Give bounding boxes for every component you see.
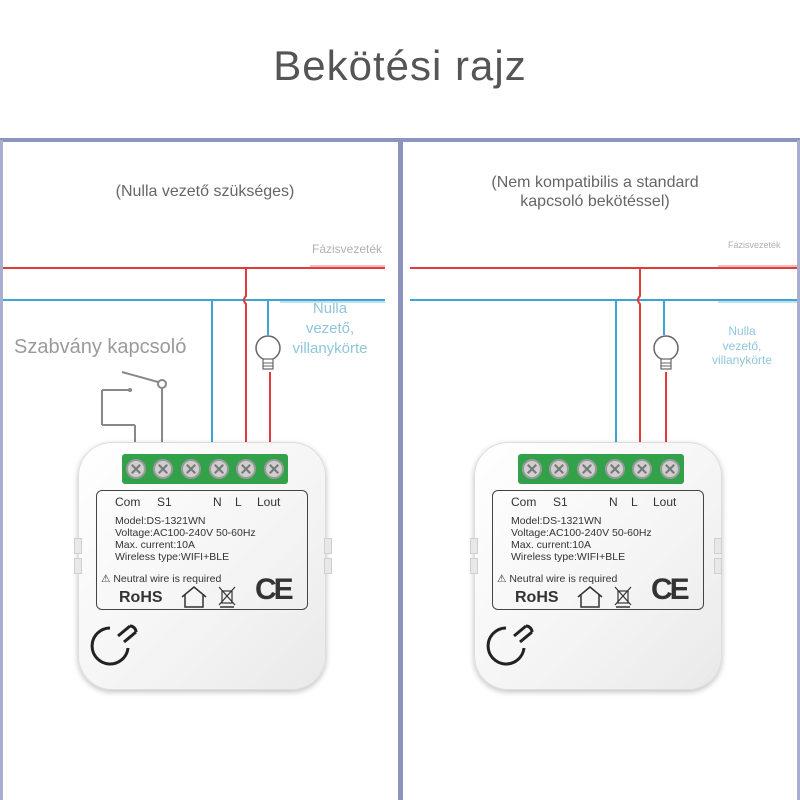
ce-mark: CE [651,573,690,606]
warning-icon: ⚠ [101,573,111,585]
terminal-label-lout: Lout [653,495,677,509]
right-neutral-label-3: villanykörte [711,353,773,367]
hook-icon [90,624,138,666]
current-text: Max. current:10A [115,539,195,551]
right-relay-module: Com S1 N L Lout Model:DS-1321WN Voltage:… [470,442,722,690]
terminal-label-com: Com [115,495,141,509]
center-divider [398,140,403,800]
left-neutral-label-2: vezető, [305,320,355,337]
left-neutral-label-1: Nulla [312,300,348,317]
right-bulb-icon [653,335,679,370]
left-relay-module: Com S1 N L Lout Model:DS-1321WN Voltage:… [74,442,332,690]
terminal-label-l: L [631,495,638,509]
terminal-block [518,454,684,484]
label-panel: Com S1 N L Lout Model:DS-1321WN Voltage:… [492,490,704,610]
voltage-text: Voltage:AC100-240V 50-60Hz [115,527,256,539]
terminal-screw [153,459,174,479]
terminal-screw [632,459,653,479]
model-text: Model:DS-1321WN [115,515,206,527]
side-vent [324,538,332,554]
left-frame [0,140,3,800]
terminal-label-lout: Lout [257,495,281,509]
wireless-text: Wireless type:WIFI+BLE [511,551,626,563]
side-vent [324,558,332,574]
terminal-screw [521,459,542,479]
home-icon [577,586,603,608]
weee-bin-icon [614,586,632,608]
warning-icon: ⚠ [497,573,507,585]
terminal-screw [264,459,285,479]
right-note-line2: kapcsoló bekötéssel) [520,193,670,210]
terminal-block [122,454,288,484]
left-note: (Nulla vezető szükséges) [115,183,295,200]
terminal-screw [181,459,202,479]
terminal-screw [549,459,570,479]
right-neutral-label-1: Nulla [728,324,756,338]
right-phase-label: Fázisvezeték [728,240,781,250]
warning-row: ⚠ Neutral wire is required [101,573,221,585]
left-neutral-label-3: villanykörte [292,340,368,357]
voltage-text: Voltage:AC100-240V 50-60Hz [511,527,652,539]
ce-mark: CE [255,573,294,606]
switch-label: Szabvány kapcsoló [14,336,187,358]
current-text: Max. current:10A [511,539,591,551]
warning-text: Neutral wire is required [113,573,222,585]
rohs-mark: RoHS [119,589,163,606]
terminal-screw [660,459,681,479]
terminal-label-n: N [213,495,222,509]
side-vent [470,538,478,554]
left-phase-label: Fázisvezeték [312,242,383,256]
terminal-label-l: L [235,495,242,509]
warning-text: Neutral wire is required [509,573,618,585]
rohs-mark: RoHS [515,589,559,606]
side-vent [74,558,82,574]
label-panel: Com S1 N L Lout Model:DS-1321WN Voltage:… [96,490,308,610]
hook-icon [486,624,534,666]
terminal-screw [604,459,625,479]
side-vent [714,558,722,574]
warning-row: ⚠ Neutral wire is required [497,573,617,585]
terminal-screw [125,459,146,479]
left-bulb-icon [255,335,281,370]
terminal-label-com: Com [511,495,537,509]
terminal-screw [208,459,229,479]
right-neutral-label-2: vezető, [722,339,762,353]
wireless-text: Wireless type:WIFI+BLE [115,551,230,563]
terminal-screw [577,459,598,479]
terminal-screw [236,459,257,479]
side-vent [714,538,722,554]
home-icon [181,586,207,608]
page-title: Bekötési rajz [273,42,527,89]
right-frame [797,140,800,800]
weee-bin-icon [218,586,236,608]
terminal-label-s1: S1 [157,495,172,509]
terminal-label-s1: S1 [553,495,568,509]
side-vent [74,538,82,554]
side-vent [470,558,478,574]
terminal-label-n: N [609,495,618,509]
right-note-line1: (Nem kompatibilis a standard [491,174,699,191]
model-text: Model:DS-1321WN [511,515,602,527]
